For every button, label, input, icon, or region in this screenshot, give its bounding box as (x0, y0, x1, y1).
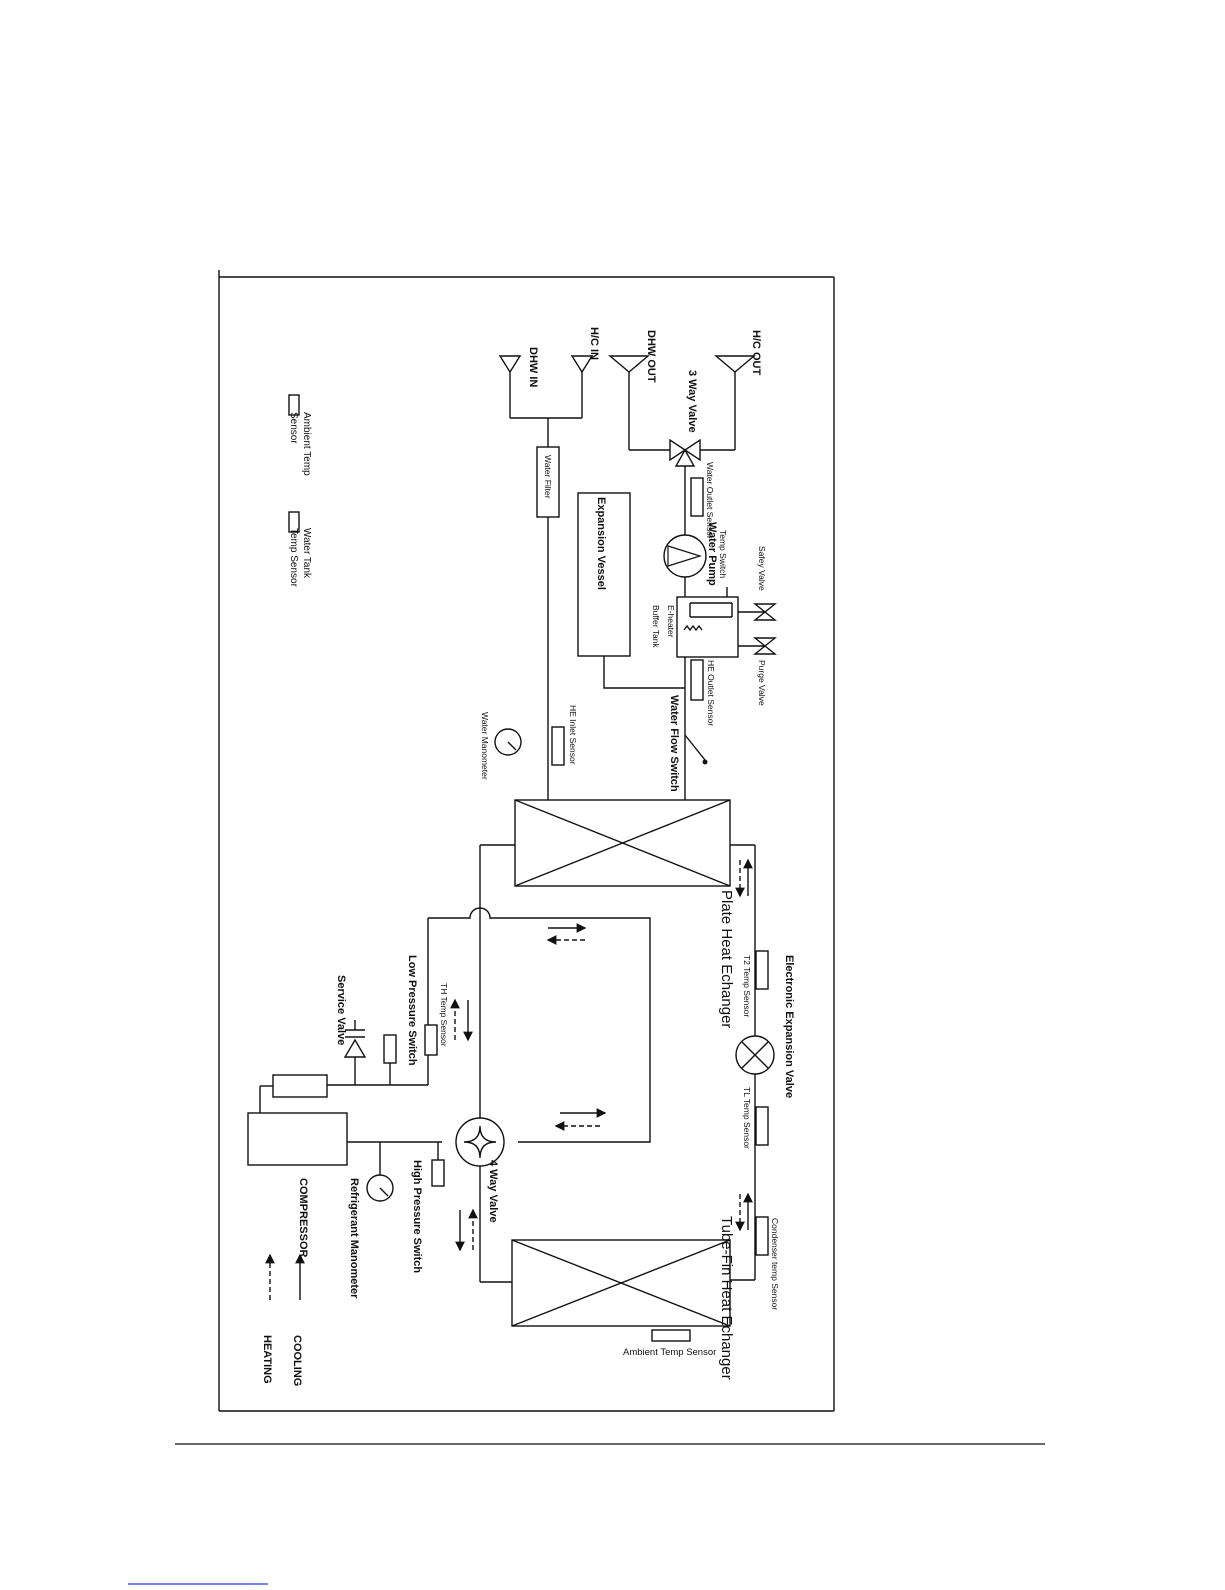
label-four-way-valve: 4 Way Valve (487, 1160, 499, 1223)
he-inlet-sensor-icon (551, 726, 565, 766)
label-high-pressure-switch: High Pressure Switch (411, 1160, 423, 1273)
label-th-temp-sensor: TH Temp Sensor (439, 983, 449, 1047)
label-tube-fin-heat-exchanger: Tube-Fin Heat Echanger (718, 1216, 735, 1380)
legend-ambient-line2: Sensor (288, 412, 299, 444)
label-hc-in: H/C IN (588, 327, 600, 360)
label-electronic-expansion-valve: Electronic Expansion Valve (783, 955, 795, 1098)
refrigerant-circuit (247, 844, 775, 1283)
label-ambient-temp-sensor-unit: Ambient Temp Sensor (623, 1347, 716, 1358)
e-heater-coil-icon (683, 624, 703, 632)
legend (265, 394, 305, 1300)
label-water-manometer: Water Manometer (480, 712, 490, 780)
water-flow-switch-icon (684, 734, 706, 761)
diagram-frame (218, 270, 835, 1412)
label-water-filter: Water Filter (543, 455, 553, 499)
label-condenser-temp-sensor: Condenser temp Sensor (770, 1218, 780, 1310)
hc-out-arrow-icon (714, 355, 756, 373)
condenser-temp-sensor-icon (755, 1216, 769, 1256)
label-safety-valve: Safey Valve (757, 546, 767, 591)
t2-temp-sensor-icon (755, 950, 769, 990)
safety-valve-icon (753, 603, 777, 621)
label-plate-heat-exchanger-text: Plate Heat Echanger (718, 890, 735, 1028)
water-outlet-sensor-icon (690, 477, 704, 517)
label-service-valve: Service Valve (335, 975, 347, 1045)
water-circuit (494, 355, 777, 800)
label-temp-switch: Temp Switch (718, 530, 728, 578)
legend-tank-line1: Water Tank (301, 528, 312, 579)
hc-in-arrow-icon (570, 355, 594, 374)
tube-fin-heat-exchanger (511, 1239, 731, 1327)
dhw-out-arrow-icon (608, 355, 650, 373)
label-tl-temp-sensor: TL Temp Sensor (742, 1087, 752, 1149)
legend-tank-sensor-icon (288, 511, 300, 533)
ambient-temp-sensor-unit-icon (651, 1329, 691, 1342)
low-pressure-switch-icon (383, 1034, 397, 1064)
purge-valve-icon (753, 637, 777, 655)
label-purge-valve: Purge Valve (757, 660, 767, 706)
compressor-icon (247, 1112, 348, 1166)
label-water-flow-switch: Water Flow Switch (668, 695, 680, 792)
legend-cooling-label: COOLING (291, 1335, 303, 1386)
label-e-heater: E-heater (666, 605, 676, 638)
label-low-pressure-switch: Low Pressure Switch (406, 955, 418, 1066)
label-buffer-tank: Buffer Tank (651, 605, 661, 648)
label-dhw-out: DHW OUT (645, 330, 657, 383)
label-hc-out: H/C OUT (750, 330, 762, 376)
dhw-in-arrow-icon (498, 355, 522, 374)
he-outlet-sensor-icon (690, 659, 704, 701)
legend-ambient-line1: Ambient Temp (301, 412, 312, 476)
label-expansion-vessel: Expansion Vessel (595, 497, 607, 590)
label-refrigerant-manometer: Refrigerant Manometer (348, 1178, 360, 1299)
label-compressor: COMPRESSOR (297, 1178, 309, 1258)
high-pressure-switch-icon (431, 1159, 445, 1187)
legend-ambient-sensor-icon (288, 394, 300, 416)
accumulator-icon (272, 1074, 328, 1098)
label-water-outlet-sensor: Water Outlet Sensor (705, 462, 715, 539)
label-he-outlet-sensor: HE Outlet Sensor (706, 660, 716, 726)
label-he-inlet-sensor: HE Inlet Sensor (568, 705, 578, 765)
legend-tank-line2: Temp Sensor (288, 528, 299, 588)
label-t2-temp-sensor: T2 Temp Sensor (742, 955, 752, 1017)
label-dhw-in: DHW IN (527, 347, 539, 387)
legend-heating-label: HEATING (261, 1335, 273, 1384)
diagram-labels: H/C OUT DHW OUT 3 Way Valve H/C IN DHW I… (261, 327, 795, 1386)
label-water-pump: Water Pump (706, 522, 718, 586)
service-valve-icon (343, 1038, 367, 1058)
plate-heat-exchanger (514, 799, 731, 887)
label-three-way-valve: 3 Way Valve (686, 370, 698, 433)
tl-temp-sensor-icon (755, 1106, 769, 1146)
th-temp-sensor-icon (424, 1024, 438, 1056)
three-way-valve-icon (669, 438, 701, 467)
four-way-valve-icon (455, 1117, 505, 1167)
